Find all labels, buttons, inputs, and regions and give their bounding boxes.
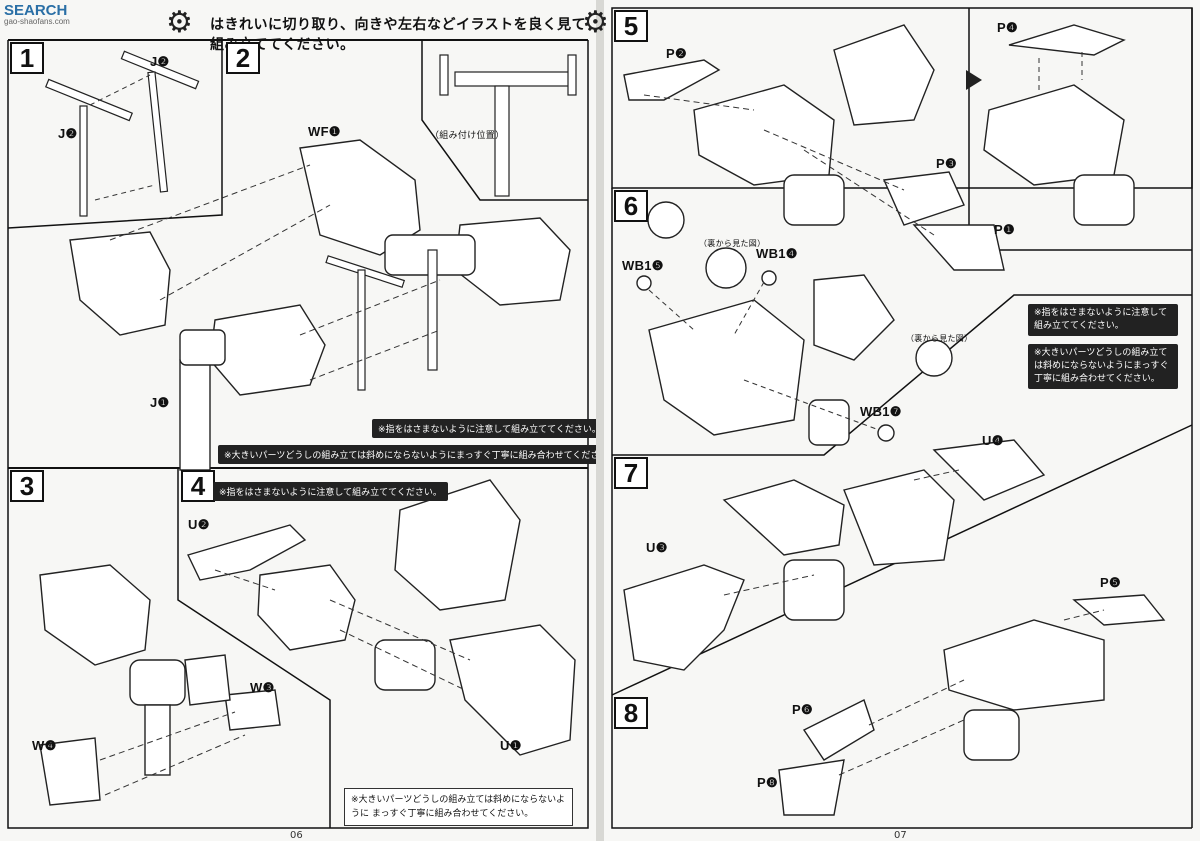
label-rear-view-1: （裏から見た図） [699, 239, 766, 248]
label-wb1-5: WB1❺ [622, 258, 664, 273]
label-p4: P❹ [997, 20, 1018, 35]
note-large-parts-step2: ※大きいパーツどうしの組み立ては斜めにならないようにまっすぐ丁寧に組み合わせてく… [218, 445, 624, 464]
label-u2: U❷ [188, 517, 210, 532]
page-gutter [596, 0, 604, 841]
right-page: ⚙ [582, 0, 1200, 841]
gear-icon: ⚙ [582, 5, 609, 40]
note-finger-step4: ※指をはさまないように注意して組み立ててください。 [213, 482, 448, 501]
page-number-right: 07 [894, 830, 907, 841]
label-u3: U❸ [646, 540, 668, 555]
note-finger-step2: ※指をはさまないように注意して組み立ててください。 [372, 419, 607, 438]
label-w4: W❹ [32, 738, 57, 753]
label-rear-view-2: （裏から見た図） [906, 334, 973, 343]
step-number-8: 8 [614, 697, 648, 729]
step-number-3: 3 [10, 470, 44, 502]
step-number-5: 5 [614, 10, 648, 42]
step-number-4: 4 [181, 470, 215, 502]
label-p6: P❻ [792, 702, 813, 717]
step-number-7: 7 [614, 457, 648, 489]
note-finger-step6: ※指をはさまないように注意して組み立ててください。 [1028, 304, 1178, 336]
label-p5: P❺ [1100, 575, 1121, 590]
label-u4: U❹ [982, 433, 1004, 448]
label-w3: W❸ [250, 680, 275, 695]
label-p2: P❷ [666, 46, 687, 61]
page-number-left: 06 [290, 830, 303, 841]
step-number-2: 2 [226, 42, 260, 74]
label-u1: U❶ [500, 738, 522, 753]
step-number-1: 1 [10, 42, 44, 74]
label-j1: J❶ [150, 395, 170, 410]
note-large-parts-step6: ※大きいパーツどうしの組み立ては斜めにならないようにまっすぐ丁寧に組み合わせてく… [1028, 344, 1178, 389]
label-assembly-position: （組み付け位置） [430, 130, 505, 140]
label-p1: P❶ [994, 222, 1015, 237]
label-j2-left: J❷ [58, 126, 78, 141]
arrow-right-icon [966, 70, 982, 90]
step-number-6: 6 [614, 190, 648, 222]
label-j2-top: J❷ [150, 54, 170, 69]
label-wb1-7: WB1❼ [860, 404, 902, 419]
left-page-linework [7, 39, 589, 829]
label-p8: P❽ [757, 775, 778, 790]
note-large-parts-step3: ※大きいパーツどうしの組み立ては斜めにならないように まっすぐ丁寧に組み合わせて… [344, 788, 573, 826]
right-page-linework [611, 7, 1193, 829]
label-wb1-4: WB1❹ [756, 246, 798, 261]
note-stack-step6: ※指をはさまないように注意して組み立ててください。 ※大きいパーツどうしの組み立… [1028, 304, 1178, 397]
label-wf1: WF❶ [308, 124, 341, 139]
gear-icon: ⚙ [166, 5, 193, 40]
label-p3: P❸ [936, 156, 957, 171]
